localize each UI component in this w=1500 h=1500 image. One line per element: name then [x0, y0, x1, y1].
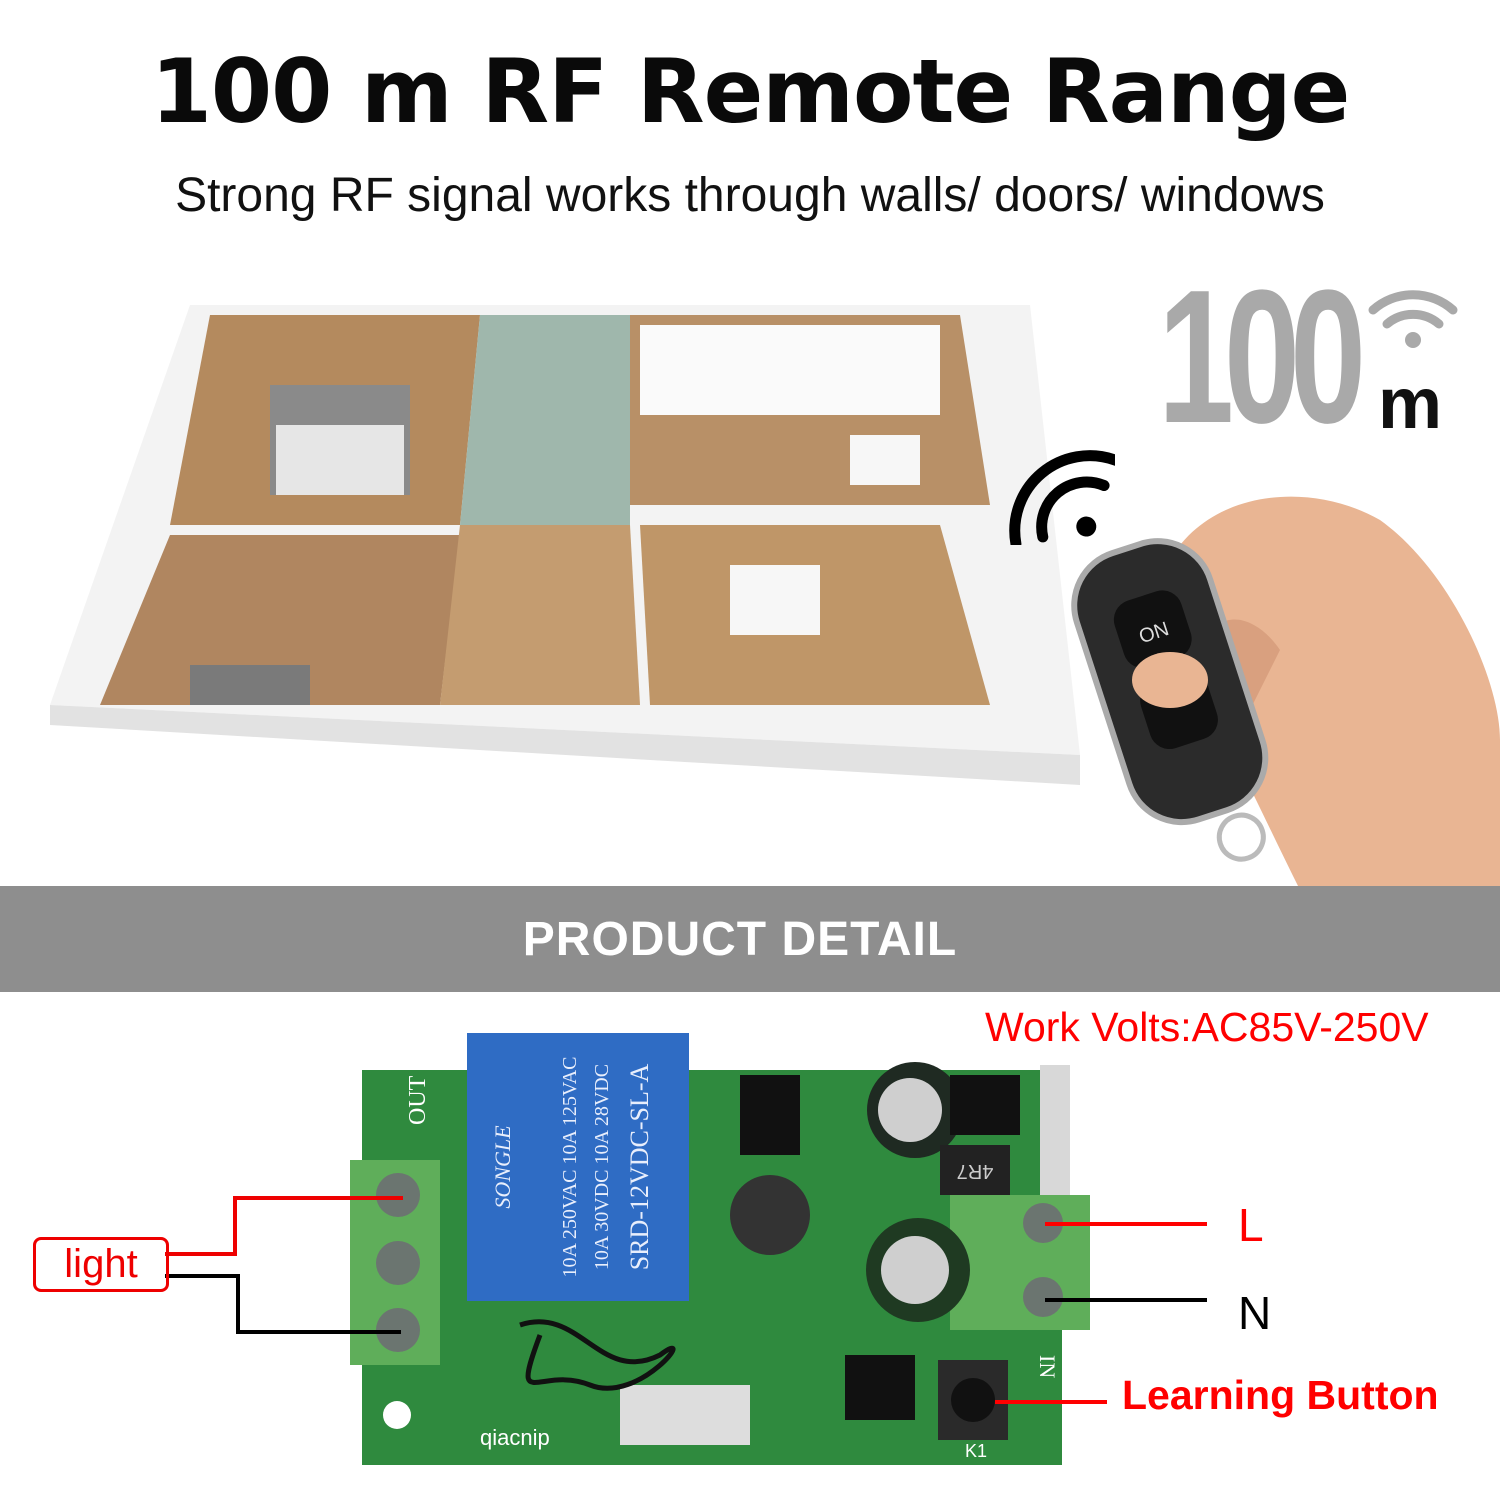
- subtitle: Strong RF signal works through walls/ do…: [175, 169, 1325, 222]
- k1-mark: K1: [965, 1441, 987, 1461]
- wire-line: [236, 1274, 240, 1334]
- learning-button-label: Learning Button: [1122, 1372, 1439, 1418]
- relay-rating-1: 10A 250VAC 10A 125VAC: [559, 1057, 581, 1278]
- light-label: light: [33, 1237, 169, 1292]
- neutral-terminal-label: N: [1238, 1287, 1272, 1339]
- relay-module-photo: SONGLE 10A 250VAC 10A 125VAC 10A 30VDC 1…: [350, 1033, 1090, 1465]
- range-number: 100: [1158, 251, 1366, 463]
- inductor-mark: 4R7: [957, 1160, 994, 1182]
- remote-in-hand-photo: ON: [1071, 496, 1500, 890]
- live-terminal-label: L: [1238, 1199, 1264, 1251]
- wire-line: [995, 1400, 1107, 1404]
- wire-line: [233, 1196, 237, 1256]
- wifi-signal-icon: [1009, 450, 1115, 545]
- page-title: 100 m RF Remote Range: [150, 40, 1351, 143]
- wire-line: [236, 1330, 401, 1334]
- chip-mark: qiacnip: [480, 1425, 550, 1450]
- wifi-signal-icon: [1368, 290, 1458, 348]
- relay-model: SRD-12VDC-SL-A: [625, 1064, 654, 1271]
- out-mark: OUT: [405, 1075, 431, 1125]
- work-volts-label: Work Volts:AC85V-250V: [985, 1004, 1429, 1050]
- wire-line: [165, 1274, 240, 1278]
- relay-rating-2: 10A 30VDC 10A 28VDC: [591, 1064, 613, 1270]
- wire-line: [233, 1196, 403, 1200]
- floor-plan-illustration: [50, 305, 1080, 785]
- wire-line: [1045, 1298, 1207, 1302]
- wire-line: [165, 1252, 237, 1256]
- section-title: PRODUCT DETAIL: [522, 913, 958, 966]
- wire-line: [1045, 1222, 1207, 1226]
- range-unit: m: [1378, 364, 1443, 444]
- relay-brand: SONGLE: [490, 1125, 515, 1209]
- in-mark: IN: [1035, 1355, 1060, 1378]
- section-band: [0, 886, 1500, 992]
